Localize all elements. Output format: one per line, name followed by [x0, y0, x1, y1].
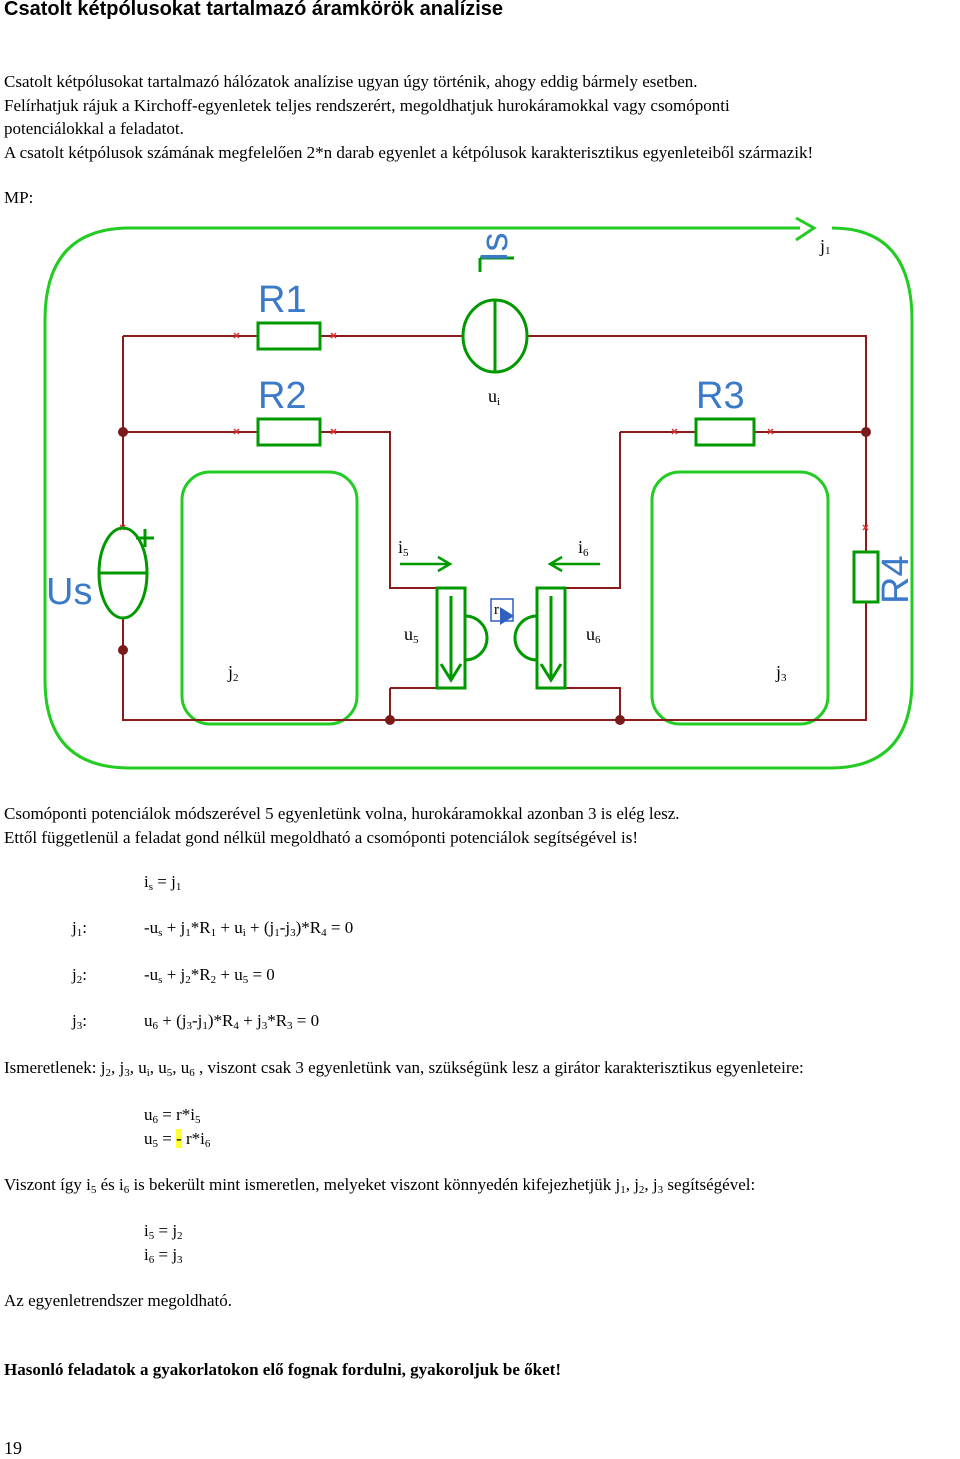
label-j2: j2 [227, 662, 239, 684]
label-r3: R3 [696, 375, 745, 417]
intro-line-2: Felírhatjuk rájuk a Kirchoff-egyenletek … [4, 95, 730, 115]
loop-equation-j1: -us + j1*R1 + ui + (j1-j3)*R4 = 0 [144, 918, 354, 939]
gyrator-equation-2: u5 = - r*i6 [144, 1129, 211, 1150]
method-line-1: Csomóponti potenciálok módszerével 5 egy… [4, 804, 680, 823]
wires [122, 335, 867, 721]
label-i5: i5 [398, 537, 409, 559]
resistor-r3 [694, 417, 756, 447]
label-ui: ui [488, 386, 500, 408]
voltage-source-us [97, 526, 154, 620]
currents-explanation: Viszont így i5 és i6 is bekerült mint is… [4, 1175, 756, 1196]
resistors [256, 321, 880, 604]
loop-label-j1: j1: [72, 918, 87, 939]
gyrator [400, 555, 600, 690]
intro-line-4: A csatolt kétpólusok számának megfelelőe… [4, 142, 814, 162]
current-equation-i5: i5 = j2 [144, 1221, 183, 1242]
label-r1: R1 [258, 279, 307, 321]
intro-paragraph: Csatolt kétpólusokat tartalmazó hálózato… [4, 70, 813, 164]
inner-loop-j3 [650, 470, 830, 726]
annotation-labels: j1 ui i5 i6 u5 u6 j2 j3 [227, 236, 831, 684]
intro-line-3: potenciálokkal a feladatot. [4, 119, 184, 138]
method-line-2: Ettől függetlenül a feladat gond nélkül … [4, 827, 639, 847]
mp-label: MP: [4, 188, 34, 207]
circuit-diagram: R1 R2 R3 Us R4 Is + r j1 ui i5 i6 u5 u6 … [43, 216, 917, 770]
loop-j1-arrow [795, 216, 817, 242]
page-title: Csatolt kétpólusokat tartalmazó áramkörö… [4, 0, 504, 20]
loop-outlines [43, 216, 914, 770]
label-u6: u6 [586, 624, 601, 646]
label-j3: j3 [775, 662, 787, 684]
label-is: Is [474, 232, 516, 262]
loop-equation-j3: u6 + (j3-j1)*R4 + j3*R3 = 0 [144, 1011, 320, 1032]
inner-loop-j2 [180, 470, 359, 726]
label-r2: R2 [258, 375, 307, 417]
label-r4: R4 [875, 555, 917, 604]
component-labels: R1 R2 R3 Us R4 Is [46, 232, 917, 613]
gyrator-equation-1: u6 = r*i5 [144, 1105, 201, 1126]
current-equation-i6: i6 = j3 [144, 1245, 183, 1266]
loop-equation-j2: -us + j2*R2 + u5 = 0 [144, 965, 275, 986]
label-us: Us [46, 571, 92, 613]
label-u5: u5 [404, 624, 419, 646]
resistor-r1 [256, 321, 322, 351]
terminal-marks [119, 332, 869, 531]
equation-is: is = j1 [144, 872, 182, 893]
label-j1: j1 [819, 236, 831, 257]
gyrator-symbol: r [494, 602, 499, 618]
outer-loop-j1 [43, 226, 914, 770]
resistor-r4 [852, 550, 880, 604]
solvable-note: Az egyenletrendszer megoldható. [4, 1291, 232, 1310]
final-note: Hasonló feladatok a gyakorlatokon elő fo… [4, 1360, 561, 1379]
label-i6: i6 [578, 537, 589, 559]
page-number: 19 [4, 1438, 22, 1458]
intro-line-1: Csatolt kétpólusokat tartalmazó hálózato… [4, 72, 698, 91]
loop-label-j2: j2: [72, 965, 87, 986]
node-dots [118, 427, 871, 725]
current-source-is [461, 256, 529, 374]
resistor-r2 [256, 417, 322, 447]
loop-label-j3: j3: [72, 1011, 87, 1032]
unknowns-line: Ismeretlenek: j2, j3, ui, u5, u6 , viszo… [4, 1058, 804, 1079]
method-paragraph: Csomóponti potenciálok módszerével 5 egy… [4, 802, 680, 849]
